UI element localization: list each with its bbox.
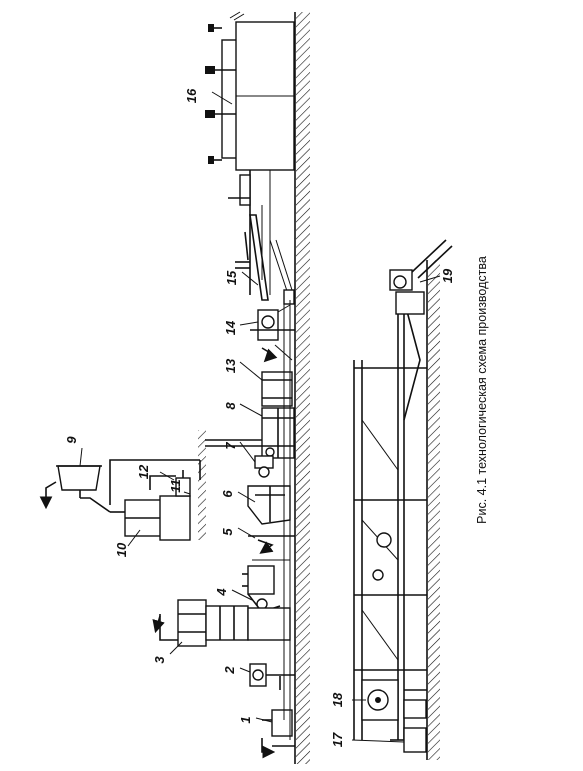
label-7: 7 <box>223 442 256 463</box>
label-15: 15 <box>224 270 259 286</box>
main-pipeline <box>283 300 291 740</box>
unit-9-tank <box>39 465 111 513</box>
label-16: 16 <box>184 88 233 105</box>
unit-8-press <box>261 407 295 459</box>
label-3-text: 3 <box>152 656 167 664</box>
unit-3-vertical-machine <box>152 599 291 647</box>
label-9: 9 <box>64 436 83 467</box>
unit-18-roller <box>361 679 427 721</box>
unit-17-support <box>390 727 427 753</box>
label-11-text: 11 <box>168 479 183 493</box>
label-11: 11 <box>168 479 191 495</box>
label-8-text: 8 <box>223 402 238 410</box>
label-2: 2 <box>222 666 251 675</box>
unit-5-transfer <box>248 535 295 561</box>
label-7-text: 7 <box>223 442 238 450</box>
label-10-text: 10 <box>114 542 129 557</box>
label-15-text: 15 <box>224 270 239 285</box>
unit-15-inclined-conveyor <box>235 214 295 305</box>
label-4: 4 <box>214 588 253 601</box>
unit-6-mixer <box>247 485 291 525</box>
label-6-text: 6 <box>220 490 235 498</box>
label-16-text: 16 <box>184 88 199 103</box>
unit-1-inlet <box>261 709 295 759</box>
label-14-text: 14 <box>223 320 238 335</box>
unit-11-valve <box>175 470 191 497</box>
unit-7-column <box>198 430 274 540</box>
label-18: 18 <box>330 692 366 707</box>
label-17-text: 17 <box>330 732 345 747</box>
label-18-text: 18 <box>330 692 345 707</box>
main-line-floor <box>294 12 310 764</box>
unit-10-pump <box>110 495 191 541</box>
label-1: 1 <box>238 716 273 724</box>
figure-caption: Рис. 4.1 технологическая схема производс… <box>475 256 489 524</box>
label-12-text: 12 <box>136 464 151 479</box>
unit-16-block <box>205 11 295 171</box>
label-8: 8 <box>223 402 263 417</box>
label-3: 3 <box>152 641 183 664</box>
label-6: 6 <box>220 490 256 503</box>
label-13-text: 13 <box>223 358 238 373</box>
label-9-text: 9 <box>64 436 79 444</box>
bottom-line-floor <box>426 260 440 760</box>
label-5-text: 5 <box>220 528 235 536</box>
label-19-text: 19 <box>440 268 455 283</box>
label-5: 5 <box>220 527 256 539</box>
label-17: 17 <box>330 732 405 747</box>
bottom-line-frame <box>353 299 427 740</box>
label-12: 12 <box>136 464 175 481</box>
unit-4-chute <box>242 565 281 613</box>
conveyor-section <box>228 170 271 295</box>
unit-14-valve-cluster <box>250 304 295 363</box>
unit-13-frame <box>261 371 293 407</box>
label-14: 14 <box>223 320 259 335</box>
label-10: 10 <box>114 529 141 557</box>
unit-2-valve <box>249 663 295 690</box>
label-1-text: 1 <box>238 716 253 723</box>
label-2-text: 2 <box>222 666 237 675</box>
label-4-text: 4 <box>214 588 229 597</box>
label-19: 19 <box>419 268 455 283</box>
unit-19-drive <box>389 239 453 315</box>
label-13: 13 <box>223 358 263 381</box>
